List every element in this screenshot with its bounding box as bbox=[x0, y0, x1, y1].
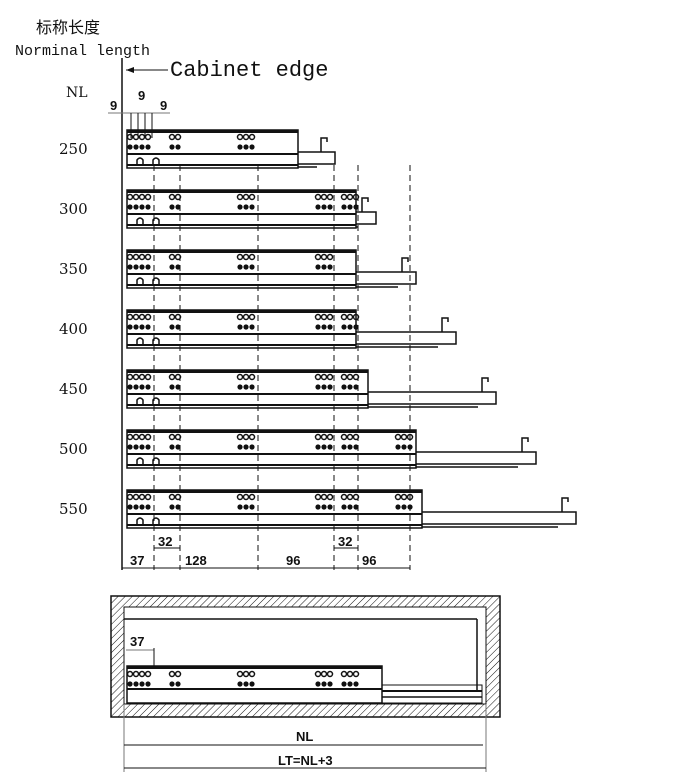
extension-member bbox=[413, 451, 537, 465]
dim-label: 96 bbox=[286, 553, 300, 568]
spacing-label-1: 9 bbox=[110, 98, 117, 113]
offset-dim-label: 32 bbox=[338, 534, 352, 549]
spacing-label-2: 9 bbox=[138, 88, 145, 103]
extension-member bbox=[353, 271, 417, 285]
cabinet-dim-lt: LT=NL+3 bbox=[278, 753, 333, 768]
cabinet-edge-label: Cabinet edge bbox=[170, 58, 328, 83]
slide-row-550: 550 bbox=[59, 489, 577, 529]
slide-row-350: 350 bbox=[59, 249, 417, 289]
length-label: 450 bbox=[59, 380, 88, 398]
dim-label: 37 bbox=[130, 553, 144, 568]
slide-row-450: 450 bbox=[59, 369, 497, 409]
hook-icon bbox=[401, 257, 409, 272]
extension-member bbox=[419, 511, 577, 525]
nl-label: NL bbox=[66, 85, 88, 101]
dim-label: 128 bbox=[185, 553, 207, 568]
hook-icon bbox=[320, 137, 328, 152]
title-en: Norminal length bbox=[15, 43, 150, 60]
length-label: 250 bbox=[59, 140, 88, 158]
extension-member bbox=[295, 151, 336, 165]
length-label: 350 bbox=[59, 260, 88, 278]
length-label: 400 bbox=[59, 320, 88, 338]
hook-icon bbox=[361, 197, 369, 212]
slide-row-400: 400 bbox=[59, 309, 457, 349]
cabinet-dim-37: 37 bbox=[130, 634, 144, 649]
slide-row-300: 300 bbox=[59, 189, 377, 229]
cabinet-dim-nl: NL bbox=[296, 729, 313, 744]
slide-row-250: 250 bbox=[59, 129, 336, 169]
hook-icon bbox=[441, 317, 449, 332]
length-label: 550 bbox=[59, 500, 88, 518]
extension-member bbox=[353, 331, 457, 345]
length-label: 500 bbox=[59, 440, 88, 458]
length-label: 300 bbox=[59, 200, 88, 218]
hook-icon bbox=[561, 497, 569, 512]
cabinet-section: 37 NL LT=NL+3 bbox=[110, 595, 501, 772]
hook-icon bbox=[481, 377, 489, 392]
title-cn: 标称长度 bbox=[36, 18, 100, 37]
slide-row-500: 500 bbox=[59, 429, 537, 469]
hook-icon bbox=[521, 437, 529, 452]
extension-member bbox=[353, 211, 377, 225]
slide-body bbox=[126, 129, 299, 169]
dim-label: 96 bbox=[362, 553, 376, 568]
arrow-head-icon bbox=[126, 67, 134, 73]
offset-dim-label: 32 bbox=[158, 534, 172, 549]
spacing-label-3: 9 bbox=[160, 98, 167, 113]
extension-member bbox=[365, 391, 497, 405]
